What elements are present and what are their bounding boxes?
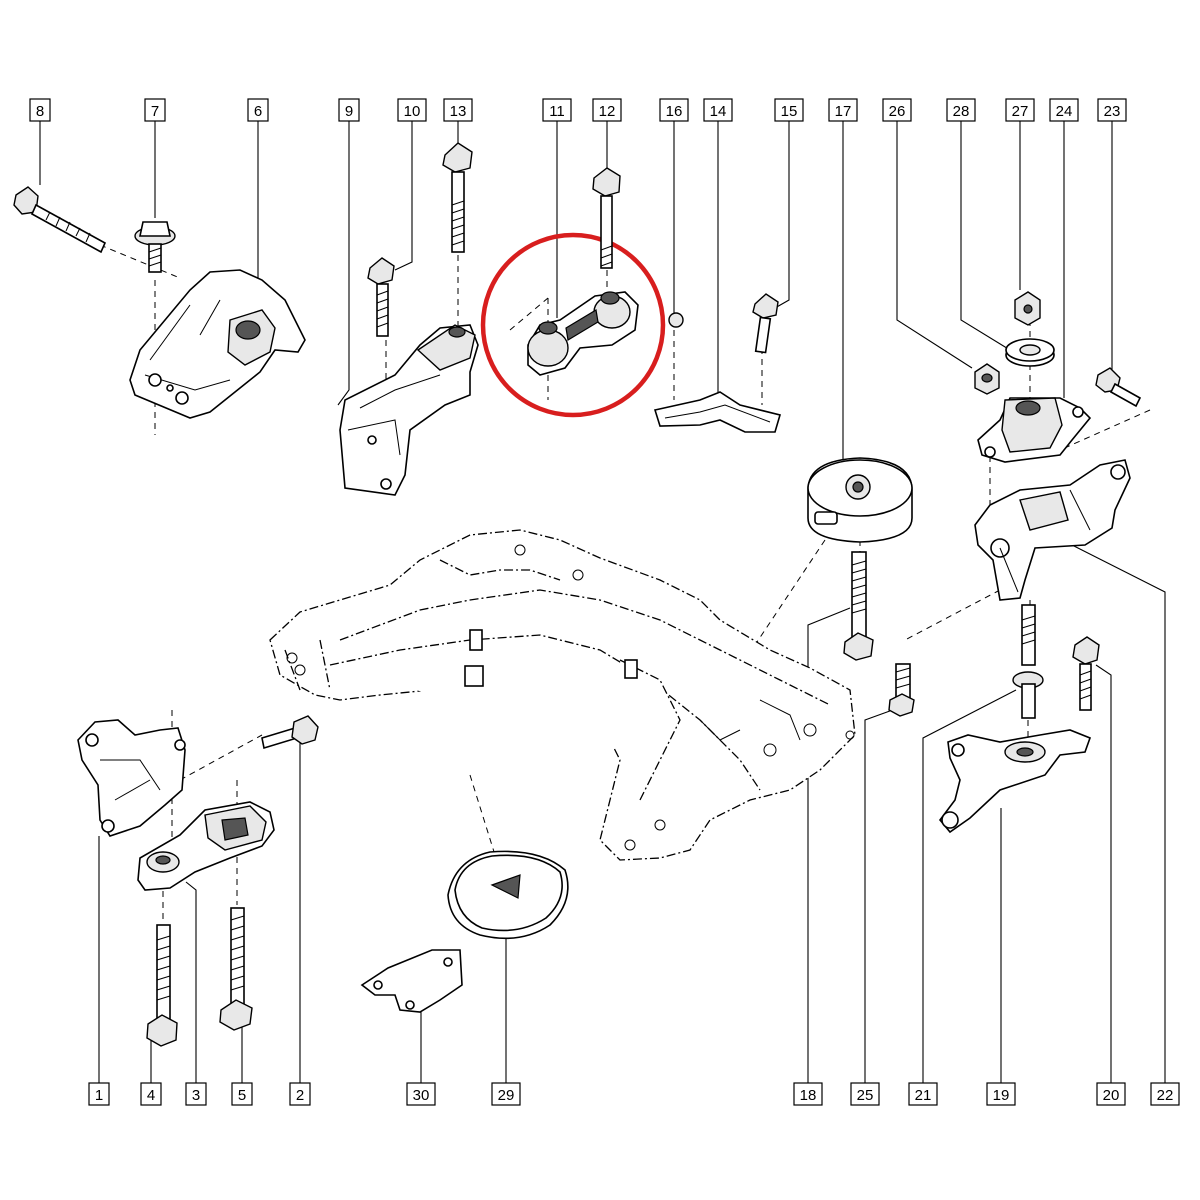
part-7-bolt: [134, 221, 176, 273]
part-27-nut: [1014, 291, 1041, 326]
label-27: 27: [1005, 98, 1035, 122]
svg-text:22: 22: [1157, 1087, 1174, 1104]
label-19: 19: [986, 1082, 1016, 1106]
label-5: 5: [231, 1082, 253, 1106]
part-19-lower-link: [938, 729, 1092, 834]
part-5-bolt: [219, 907, 253, 1031]
leader-lines: [39, 121, 1113, 482]
label-26: 26: [882, 98, 912, 122]
part-10-bolt: [367, 257, 395, 337]
svg-text:2: 2: [296, 1087, 304, 1104]
label-4: 4: [140, 1082, 162, 1106]
label-2: 2: [289, 1082, 311, 1106]
svg-text:13: 13: [450, 103, 467, 120]
label-18: 18: [793, 1082, 823, 1106]
label-8: 8: [29, 98, 51, 122]
part-29-cover: [447, 850, 569, 940]
svg-text:29: 29: [498, 1087, 515, 1104]
label-15: 15: [774, 98, 804, 122]
label-12: 12: [592, 98, 622, 122]
svg-text:11: 11: [549, 103, 565, 120]
part-8-bolt: [13, 186, 107, 254]
svg-text:15: 15: [781, 103, 798, 120]
label-14: 14: [703, 98, 733, 122]
label-25: 25: [850, 1082, 880, 1106]
part-4-bolt: [146, 924, 178, 1047]
label-20: 20: [1096, 1082, 1126, 1106]
part-24-mount: [977, 397, 1092, 463]
part-12-bolt: [592, 167, 621, 269]
svg-text:10: 10: [404, 103, 421, 120]
label-17: 17: [828, 98, 858, 122]
part-26-nut: [974, 363, 1000, 395]
svg-text:6: 6: [254, 103, 262, 120]
part-6-engine-mount: [129, 269, 306, 419]
label-11: 11: [542, 98, 572, 122]
label-16: 16: [659, 98, 689, 122]
part-17-round-mount: [807, 457, 913, 543]
svg-text:4: 4: [147, 1087, 155, 1104]
part-30-plate: [360, 949, 463, 1013]
svg-text:9: 9: [345, 103, 353, 120]
part-15-bolt: [752, 293, 779, 354]
label-22: 22: [1150, 1082, 1180, 1106]
part-23-bolt: [1095, 367, 1142, 408]
svg-text:20: 20: [1103, 1087, 1120, 1104]
label-6: 6: [247, 98, 269, 122]
part-13-bolt: [442, 142, 473, 253]
svg-text:17: 17: [835, 103, 852, 120]
part-14-plate: [653, 391, 782, 433]
svg-text:28: 28: [953, 103, 970, 120]
svg-text:12: 12: [599, 103, 616, 120]
part-22-bracket: [974, 459, 1131, 601]
label-30: 30: [406, 1082, 436, 1106]
svg-text:19: 19: [993, 1087, 1010, 1104]
label-21: 21: [908, 1082, 938, 1106]
svg-text:5: 5: [238, 1087, 246, 1104]
part-11-torque-rod: [527, 291, 639, 376]
svg-text:21: 21: [915, 1087, 932, 1104]
label-10: 10: [397, 98, 427, 122]
label-7: 7: [144, 98, 166, 122]
part-1-bracket: [77, 719, 186, 837]
label-13: 13: [443, 98, 473, 122]
part-18-bolt: [843, 551, 874, 661]
part-2-bolt: [261, 715, 319, 750]
svg-text:23: 23: [1104, 103, 1121, 120]
svg-text:8: 8: [36, 103, 44, 120]
svg-text:24: 24: [1056, 103, 1073, 120]
svg-text:18: 18: [800, 1087, 817, 1104]
label-28: 28: [946, 98, 976, 122]
svg-text:14: 14: [710, 103, 727, 120]
label-24: 24: [1049, 98, 1079, 122]
part-3-mount: [137, 801, 275, 891]
highlight-circle: [480, 232, 666, 418]
svg-text:3: 3: [192, 1087, 200, 1104]
label-23: 23: [1097, 98, 1127, 122]
svg-text:27: 27: [1012, 103, 1029, 120]
label-1: 1: [88, 1082, 110, 1106]
label-9: 9: [338, 98, 360, 122]
subframe: [269, 529, 856, 861]
label-29: 29: [491, 1082, 521, 1106]
svg-text:30: 30: [413, 1087, 430, 1104]
svg-text:26: 26: [889, 103, 906, 120]
svg-text:7: 7: [151, 103, 159, 120]
label-3: 3: [185, 1082, 207, 1106]
part-28-washer: [1005, 338, 1055, 367]
part-21-stud: [1012, 604, 1044, 719]
svg-text:16: 16: [666, 103, 683, 120]
assembly-dashed-lines: [99, 244, 1151, 920]
svg-text:1: 1: [95, 1087, 103, 1104]
part-20-bolt: [1072, 636, 1100, 711]
svg-text:25: 25: [857, 1087, 874, 1104]
part-9-bracket: [339, 324, 479, 496]
part-16-nut: [668, 312, 684, 328]
part-25-bolt: [888, 663, 915, 717]
